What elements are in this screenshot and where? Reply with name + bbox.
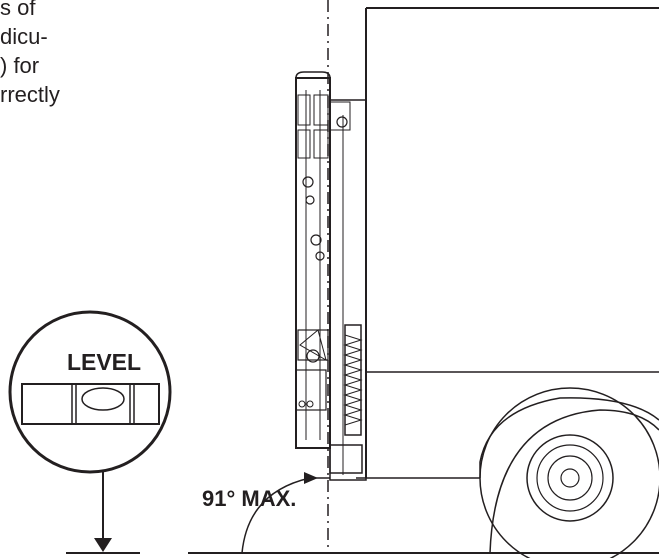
platform-outer [295, 77, 331, 449]
wheel [479, 387, 659, 558]
bubble-level-icon [21, 383, 160, 425]
instruction-line-2: dicu- [0, 24, 48, 49]
level-circle [8, 310, 172, 474]
angle-label: 91° MAX. [202, 486, 296, 511]
instruction-line-3: ) for [0, 53, 40, 78]
angle-arc-icon [241, 477, 311, 554]
down-arrow-icon [94, 538, 112, 552]
liftgate-platform [295, 71, 351, 449]
level-label: LEVEL [67, 349, 141, 375]
level-inset [8, 310, 172, 554]
truck-box [365, 7, 659, 478]
wheel-arch [489, 409, 659, 554]
truck-skirt [479, 397, 659, 478]
instruction-line-1: s of [0, 0, 36, 20]
truck [329, 7, 659, 558]
lift-spring [329, 324, 363, 474]
instruction-line-4: rrectly [0, 82, 60, 107]
